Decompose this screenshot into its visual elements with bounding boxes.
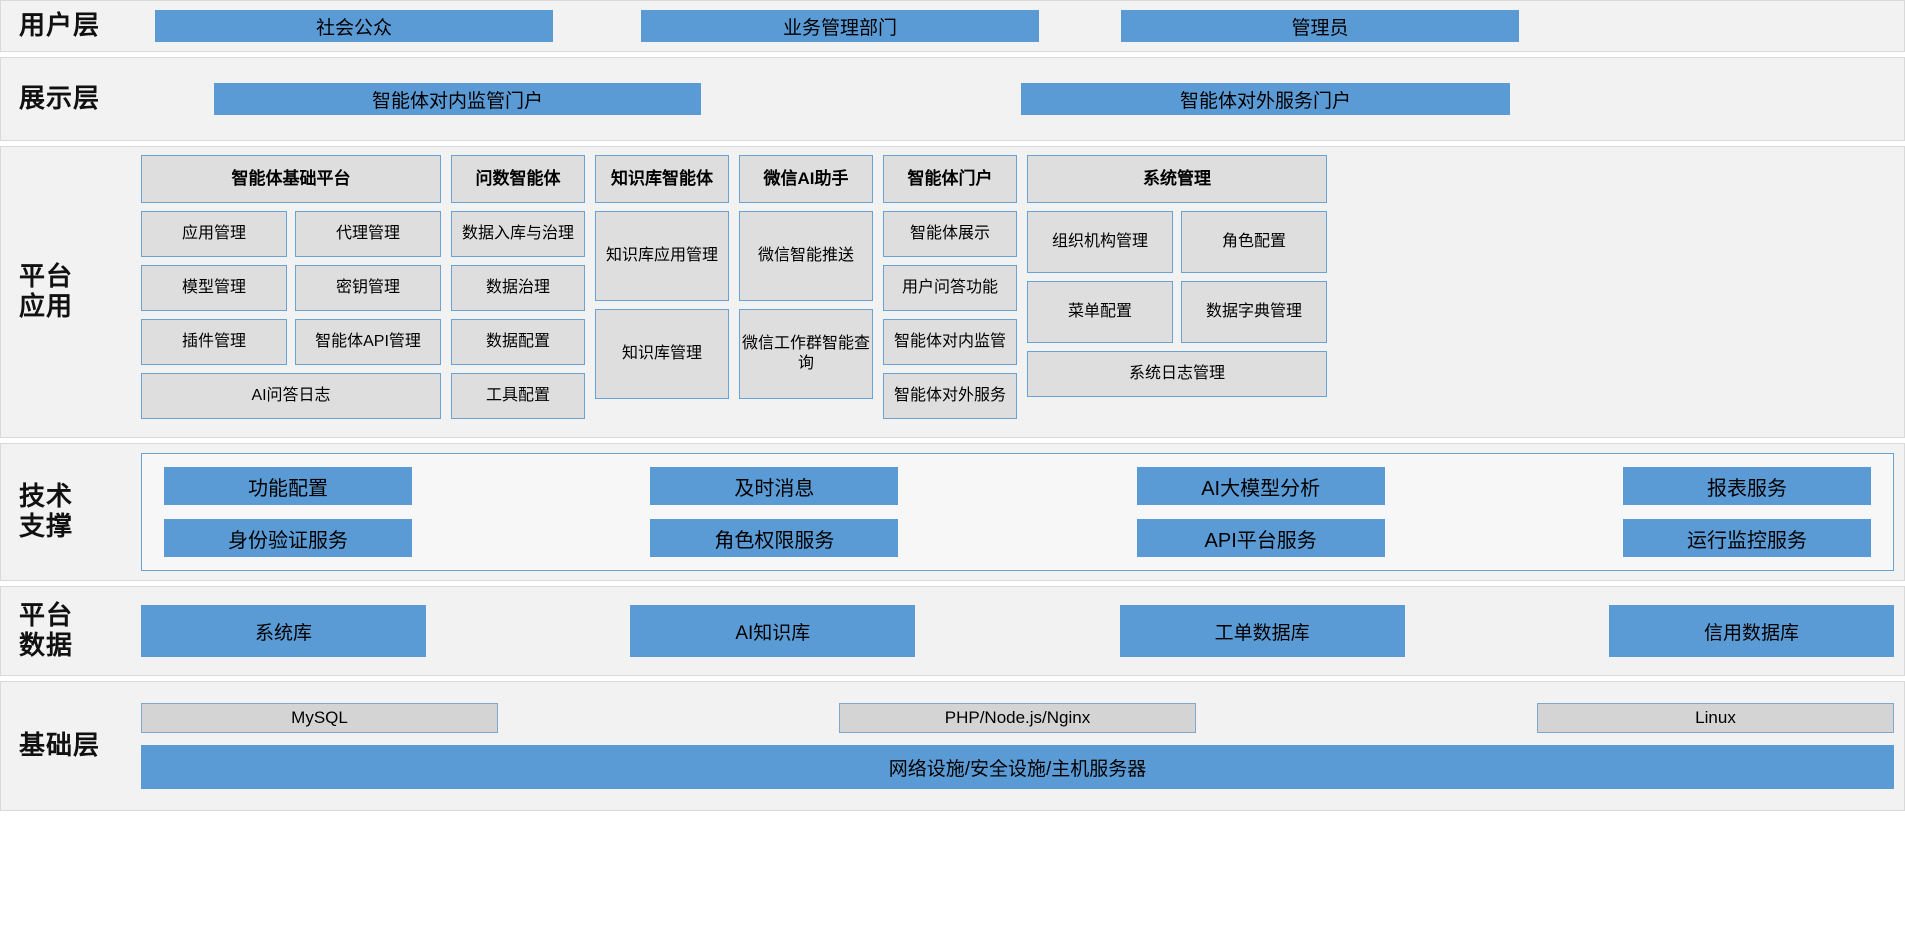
layer-presentation-label: 展示层 bbox=[19, 83, 101, 114]
app-item-kb-application-management[interactable]: 知识库应用管理 bbox=[595, 211, 729, 301]
app-item-role-configuration[interactable]: 角色配置 bbox=[1181, 211, 1327, 273]
layer-tech-label-line1: 技术 bbox=[19, 481, 74, 512]
layer-apps-label-line2: 应用 bbox=[19, 291, 74, 321]
technical-support-frame: 功能配置 及时消息 AI大模型分析 报表服务 身份验证服务 角色权限服务 API… bbox=[141, 453, 1894, 571]
app-item-data-dictionary-management[interactable]: 数据字典管理 bbox=[1181, 281, 1327, 343]
tech-item-role-permission-service[interactable]: 角色权限服务 bbox=[650, 519, 899, 557]
app-column-header[interactable]: 微信AI助手 bbox=[739, 155, 873, 203]
tech-row-2: 身份验证服务 角色权限服务 API平台服务 运行监控服务 bbox=[164, 519, 1871, 557]
tech-item-instant-message[interactable]: 及时消息 bbox=[650, 467, 899, 505]
layer-presentation-body: 智能体对内监管门户 智能体对外服务门户 bbox=[141, 58, 1904, 140]
layer-foundation-body: MySQL PHP/Node.js/Nginx Linux 网络设施/安全设施/… bbox=[141, 682, 1904, 810]
app-item-agent-management[interactable]: 代理管理 bbox=[295, 211, 441, 257]
tech-row-1: 功能配置 及时消息 AI大模型分析 报表服务 bbox=[164, 467, 1871, 505]
layer-user-body: 社会公众 业务管理部门 管理员 bbox=[141, 1, 1904, 51]
app-column-knowledge-base-agent: 知识库智能体 知识库应用管理 知识库管理 bbox=[595, 155, 729, 431]
layer-data-label-line1: 平台 bbox=[19, 600, 74, 631]
layer-technical-support-label: 技术 支撑 bbox=[1, 444, 141, 580]
tech-item-runtime-monitoring-service[interactable]: 运行监控服务 bbox=[1622, 519, 1871, 557]
layer-platform-data: 平台 数据 系统库 AI知识库 工单数据库 信用数据库 bbox=[0, 586, 1905, 676]
layer-platform-applications-label: 平台 应用 bbox=[1, 147, 141, 437]
layer-foundation-label: 基础层 bbox=[19, 730, 101, 761]
app-item-agent-api-management[interactable]: 智能体API管理 bbox=[295, 319, 441, 365]
app-column-header[interactable]: 智能体基础平台 bbox=[141, 155, 441, 203]
layer-technical-support-body: 功能配置 及时消息 AI大模型分析 报表服务 身份验证服务 角色权限服务 API… bbox=[141, 444, 1904, 580]
layer-data-label-line2: 数据 bbox=[19, 630, 74, 660]
app-column-agent-base-platform: 智能体基础平台 应用管理 代理管理 模型管理 密钥管理 插件管理 智能体API管… bbox=[141, 155, 441, 431]
app-column-agent-portal: 智能体门户 智能体展示 用户问答功能 智能体对内监管 智能体对外服务 bbox=[883, 155, 1017, 431]
app-item-application-management[interactable]: 应用管理 bbox=[141, 211, 287, 257]
app-item-data-configuration[interactable]: 数据配置 bbox=[451, 319, 585, 365]
presentation-box-internal-portal[interactable]: 智能体对内监管门户 bbox=[214, 83, 701, 115]
app-item-key-management[interactable]: 密钥管理 bbox=[295, 265, 441, 311]
app-item-ai-qa-log[interactable]: AI问答日志 bbox=[141, 373, 441, 419]
app-row: 模型管理 密钥管理 bbox=[141, 265, 441, 311]
user-box-business-dept[interactable]: 业务管理部门 bbox=[641, 10, 1039, 42]
layer-platform-data-body: 系统库 AI知识库 工单数据库 信用数据库 bbox=[141, 587, 1904, 675]
data-item-credit-db[interactable]: 信用数据库 bbox=[1608, 605, 1894, 657]
tech-item-report-service[interactable]: 报表服务 bbox=[1622, 467, 1871, 505]
user-box-public[interactable]: 社会公众 bbox=[155, 10, 553, 42]
layer-user-label: 用户层 bbox=[19, 10, 101, 41]
app-item-agent-showcase[interactable]: 智能体展示 bbox=[883, 211, 1017, 257]
foundation-row-infrastructure: 网络设施/安全设施/主机服务器 bbox=[141, 745, 1894, 789]
app-column-header[interactable]: 智能体门户 bbox=[883, 155, 1017, 203]
presentation-box-external-portal[interactable]: 智能体对外服务门户 bbox=[1021, 83, 1510, 115]
user-box-admin[interactable]: 管理员 bbox=[1121, 10, 1519, 42]
tech-item-ai-large-model-analysis[interactable]: AI大模型分析 bbox=[1136, 467, 1385, 505]
app-item-system-log-management[interactable]: 系统日志管理 bbox=[1027, 351, 1327, 397]
app-column-header[interactable]: 问数智能体 bbox=[451, 155, 585, 203]
platform-apps-grid: 智能体基础平台 应用管理 代理管理 模型管理 密钥管理 插件管理 智能体API管… bbox=[141, 155, 1894, 431]
app-item-tool-configuration[interactable]: 工具配置 bbox=[451, 373, 585, 419]
foundation-item-network-security-host[interactable]: 网络设施/安全设施/主机服务器 bbox=[141, 745, 1894, 789]
data-item-ai-knowledge-db[interactable]: AI知识库 bbox=[630, 605, 916, 657]
app-item-user-qa-function[interactable]: 用户问答功能 bbox=[883, 265, 1017, 311]
layer-platform-data-label: 平台 数据 bbox=[1, 587, 141, 675]
layer-tech-label-line2: 支撑 bbox=[19, 511, 74, 541]
app-column-wechat-ai-assistant: 微信AI助手 微信智能推送 微信工作群智能查询 bbox=[739, 155, 873, 431]
app-row: 菜单配置 数据字典管理 bbox=[1027, 281, 1327, 343]
app-item-organization-management[interactable]: 组织机构管理 bbox=[1027, 211, 1173, 273]
app-column-header[interactable]: 知识库智能体 bbox=[595, 155, 729, 203]
layer-platform-applications: 平台 应用 智能体基础平台 应用管理 代理管理 模型管理 密钥管理 bbox=[0, 146, 1905, 438]
layer-platform-applications-body: 智能体基础平台 应用管理 代理管理 模型管理 密钥管理 插件管理 智能体API管… bbox=[141, 147, 1904, 437]
app-item-data-governance[interactable]: 数据治理 bbox=[451, 265, 585, 311]
layer-apps-label-line1: 平台 bbox=[19, 261, 74, 292]
foundation-item-php-node-nginx[interactable]: PHP/Node.js/Nginx bbox=[839, 703, 1196, 733]
app-row: 应用管理 代理管理 bbox=[141, 211, 441, 257]
app-item-plugin-management[interactable]: 插件管理 bbox=[141, 319, 287, 365]
tech-item-function-config[interactable]: 功能配置 bbox=[164, 467, 412, 505]
app-column-data-query-agent: 问数智能体 数据入库与治理 数据治理 数据配置 工具配置 bbox=[451, 155, 585, 431]
app-column-header[interactable]: 系统管理 bbox=[1027, 155, 1327, 203]
app-item-data-ingestion-governance[interactable]: 数据入库与治理 bbox=[451, 211, 585, 257]
layer-user: 用户层 社会公众 业务管理部门 管理员 bbox=[0, 0, 1905, 52]
app-item-agent-internal-supervision[interactable]: 智能体对内监管 bbox=[883, 319, 1017, 365]
app-item-agent-external-service[interactable]: 智能体对外服务 bbox=[883, 373, 1017, 419]
layer-technical-support: 技术 支撑 功能配置 及时消息 AI大模型分析 报表服务 身份验证服务 角色权限… bbox=[0, 443, 1905, 581]
foundation-row-runtime: MySQL PHP/Node.js/Nginx Linux bbox=[141, 703, 1894, 733]
foundation-item-mysql[interactable]: MySQL bbox=[141, 703, 498, 733]
tech-item-identity-auth-service[interactable]: 身份验证服务 bbox=[164, 519, 412, 557]
data-item-system-db[interactable]: 系统库 bbox=[141, 605, 426, 657]
app-row: 组织机构管理 角色配置 bbox=[1027, 211, 1327, 273]
app-item-kb-management[interactable]: 知识库管理 bbox=[595, 309, 729, 399]
app-column-system-management: 系统管理 组织机构管理 角色配置 菜单配置 数据字典管理 系统日志管理 bbox=[1027, 155, 1327, 431]
app-item-menu-configuration[interactable]: 菜单配置 bbox=[1027, 281, 1173, 343]
app-item-wechat-group-smart-query[interactable]: 微信工作群智能查询 bbox=[739, 309, 873, 399]
layer-presentation: 展示层 智能体对内监管门户 智能体对外服务门户 bbox=[0, 57, 1905, 141]
app-item-model-management[interactable]: 模型管理 bbox=[141, 265, 287, 311]
tech-item-api-platform-service[interactable]: API平台服务 bbox=[1136, 519, 1385, 557]
app-item-wechat-smart-push[interactable]: 微信智能推送 bbox=[739, 211, 873, 301]
layer-foundation: 基础层 MySQL PHP/Node.js/Nginx Linux 网络设施/安… bbox=[0, 681, 1905, 811]
foundation-item-linux[interactable]: Linux bbox=[1537, 703, 1894, 733]
app-row: 插件管理 智能体API管理 bbox=[141, 319, 441, 365]
data-item-work-order-db[interactable]: 工单数据库 bbox=[1119, 605, 1405, 657]
